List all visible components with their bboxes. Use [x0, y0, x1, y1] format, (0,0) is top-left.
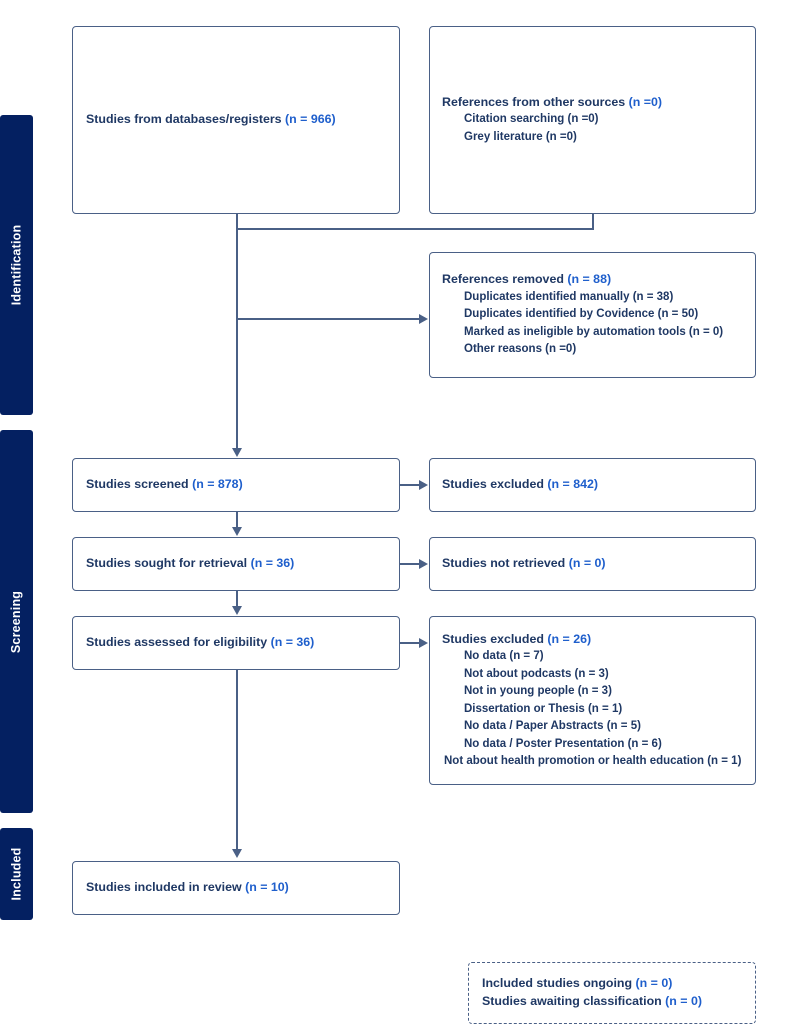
arrow-to-included	[231, 849, 242, 858]
list-item: Not about podcasts (n = 3)	[464, 667, 609, 680]
connector-spine-to-removed	[236, 228, 238, 319]
connector-assessed-to-included	[236, 670, 238, 851]
connector-databases-down	[236, 214, 238, 229]
box-studies-excluded-screening: Studies excluded (n = 842)	[429, 458, 756, 512]
list-item: Dissertation or Thesis (n = 1)	[464, 702, 623, 715]
box-included-title: Studies included in review (n = 10)	[86, 880, 289, 895]
connector-spine-to-screened	[236, 318, 238, 449]
box-studies-not-retrieved: Studies not retrieved (n = 0)	[429, 537, 756, 591]
note-included-ongoing: Included studies ongoing (n = 0)	[482, 976, 673, 991]
box-screened-title: Studies screened (n = 878)	[86, 477, 243, 492]
box-not-retrieved-count: (n = 0)	[568, 556, 606, 571]
box-other-sources-count: (n =0)	[628, 94, 663, 109]
box-other-sources-title: References from other sources (n =0)	[442, 94, 663, 109]
box-sought-title: Studies sought for retrieval (n = 36)	[86, 556, 295, 571]
stage-bar-screening: Screening	[0, 430, 33, 813]
box-assessed-excluded-title: Studies excluded (n = 26)	[442, 631, 592, 646]
box-studies-from-databases: Studies from databases/registers (n = 96…	[72, 26, 400, 214]
note-included-ongoing-count: (n = 0)	[635, 976, 673, 991]
box-databases-title: Studies from databases/registers (n = 96…	[86, 112, 336, 127]
box-studies-assessed-for-eligibility: Studies assessed for eligibility (n = 36…	[72, 616, 400, 670]
arrow-to-assessed	[231, 606, 242, 615]
stage-label-screening: Screening	[9, 590, 24, 653]
list-item: Other reasons (n =0)	[464, 343, 577, 356]
connector-sought-to-assessed	[236, 591, 238, 608]
arrow-to-screened	[231, 448, 242, 457]
box-references-removed-count: (n = 88)	[567, 272, 612, 287]
list-item: Citation searching (n =0)	[464, 113, 599, 126]
box-ongoing-and-awaiting-note: Included studies ongoing (n = 0) Studies…	[468, 962, 756, 1024]
box-assessed-title: Studies assessed for eligibility (n = 36…	[86, 635, 315, 650]
box-studies-excluded-eligibility: Studies excluded (n = 26) No data (n = 7…	[429, 616, 756, 785]
stage-bar-identification: Identification	[0, 115, 33, 415]
list-item: Duplicates identified by Covidence (n = …	[464, 308, 699, 321]
box-references-removed: References removed (n = 88) Duplicates i…	[429, 252, 756, 378]
arrow-assessed-excluded	[419, 637, 428, 648]
list-item: Not about health promotion or health edu…	[444, 754, 742, 767]
box-sought-count: (n = 36)	[250, 556, 295, 571]
connector-sought-to-not-retrieved	[400, 563, 420, 565]
box-assessed-count: (n = 36)	[270, 635, 315, 650]
list-item: No data (n = 7)	[464, 650, 544, 663]
stage-bar-included: Included	[0, 828, 33, 920]
list-item: Marked as ineligible by automation tools…	[464, 325, 724, 338]
box-studies-included-in-review: Studies included in review (n = 10)	[72, 861, 400, 915]
box-assessed-excluded-items: No data (n = 7) Not about podcasts (n = …	[442, 648, 755, 770]
arrow-not-retrieved	[419, 558, 428, 569]
connector-screened-to-excluded	[400, 484, 420, 486]
note-awaiting-classification: Studies awaiting classification (n = 0)	[482, 994, 703, 1008]
box-databases-count: (n = 966)	[285, 112, 336, 127]
connector-screened-to-sought	[236, 512, 238, 529]
stage-label-included: Included	[9, 847, 24, 901]
box-not-retrieved-title: Studies not retrieved (n = 0)	[442, 556, 606, 571]
box-studies-sought-for-retrieval: Studies sought for retrieval (n = 36)	[72, 537, 400, 591]
box-references-removed-items: Duplicates identified manually (n = 38) …	[442, 289, 755, 359]
box-screened-excluded-count: (n = 842)	[547, 477, 598, 492]
arrow-to-sought	[231, 527, 242, 536]
box-screened-excluded-title: Studies excluded (n = 842)	[442, 477, 598, 492]
box-assessed-excluded-count: (n = 26)	[547, 631, 592, 646]
list-item: No data / Paper Abstracts (n = 5)	[464, 720, 641, 733]
connector-other-sources-down	[592, 214, 594, 229]
arrow-screened-excluded	[419, 479, 428, 490]
box-references-other-sources: References from other sources (n =0) Cit…	[429, 26, 756, 214]
arrow-to-references-removed	[419, 313, 428, 324]
box-references-removed-title: References removed (n = 88)	[442, 272, 612, 287]
connector-merge-horizontal	[236, 228, 594, 230]
list-item: Duplicates identified manually (n = 38)	[464, 290, 674, 303]
box-other-sources-items: Citation searching (n =0) Grey literatur…	[442, 111, 755, 146]
list-item: Grey literature (n =0)	[464, 130, 577, 143]
box-included-count: (n = 10)	[245, 880, 289, 895]
connector-assessed-to-excluded	[400, 642, 420, 644]
list-item: No data / Poster Presentation (n = 6)	[464, 737, 662, 750]
list-item: Not in young people (n = 3)	[464, 685, 612, 698]
connector-to-references-removed	[236, 318, 420, 320]
note-awaiting-classification-count: (n = 0)	[665, 994, 703, 1008]
box-screened-count: (n = 878)	[192, 477, 243, 492]
box-studies-screened: Studies screened (n = 878)	[72, 458, 400, 512]
stage-label-identification: Identification	[9, 224, 24, 306]
